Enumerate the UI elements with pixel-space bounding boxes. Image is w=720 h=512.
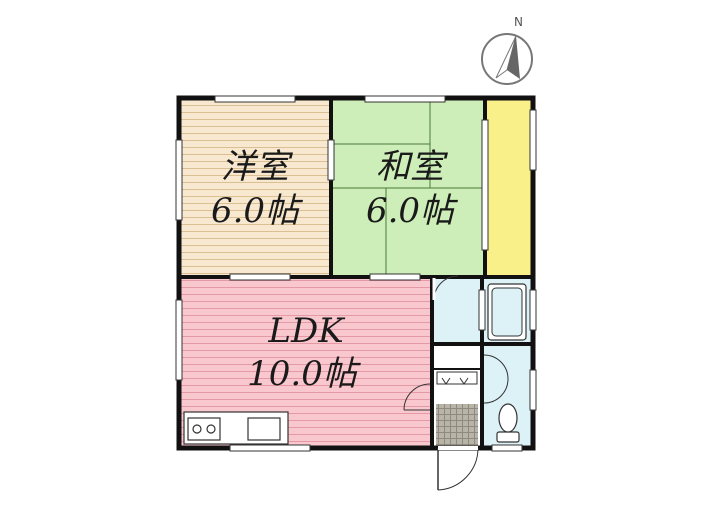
shoe-storage bbox=[436, 371, 478, 404]
doors bbox=[229, 119, 509, 491]
windows bbox=[175, 95, 537, 452]
compass-needle-dark bbox=[507, 36, 520, 79]
ldk-room-name: LDK bbox=[267, 311, 346, 351]
bathtub bbox=[487, 283, 527, 341]
western-room-label: 洋室 6.0帖 bbox=[211, 147, 304, 231]
ldk-room-label: LDK 10.0帖 bbox=[247, 311, 362, 394]
closet-fill bbox=[487, 100, 531, 276]
western-room-fill bbox=[181, 100, 330, 276]
ldk-room-size: 10.0帖 bbox=[247, 354, 362, 394]
washroom-fill bbox=[433, 279, 480, 343]
japanese-room-label: 和室 6.0帖 bbox=[366, 147, 459, 231]
compass-ring bbox=[481, 33, 533, 85]
compass: N bbox=[481, 15, 533, 85]
compass-north-label: N bbox=[514, 15, 523, 29]
western-room-size: 6.0帖 bbox=[211, 191, 304, 231]
entrance-floor bbox=[436, 404, 478, 446]
shoe-cabinet bbox=[436, 371, 478, 385]
japanese-room-name: 和室 bbox=[376, 147, 449, 187]
western-room-name: 洋室 bbox=[221, 147, 294, 187]
tatami-lines bbox=[333, 100, 483, 276]
toilet-fixture bbox=[496, 403, 520, 443]
japanese-room-size: 6.0帖 bbox=[366, 191, 459, 231]
kitchen-counter bbox=[183, 411, 289, 445]
